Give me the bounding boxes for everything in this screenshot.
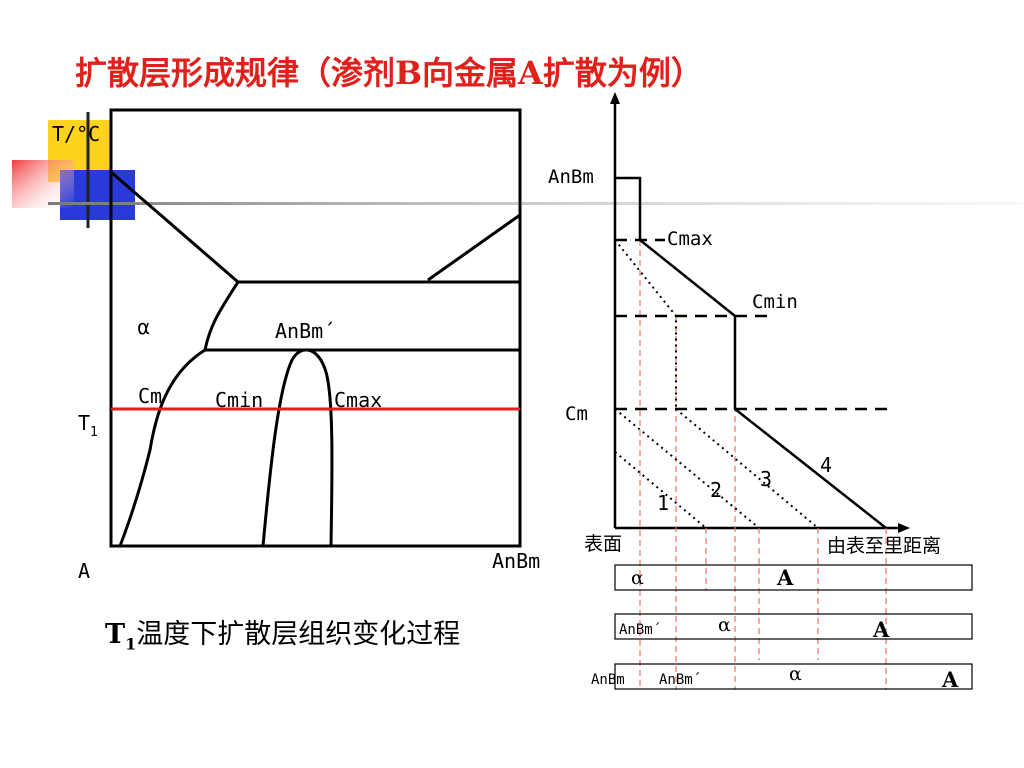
layer-bar-3-anbm: AnBm <box>591 672 625 688</box>
page-title: 扩散层形成规律（渗剂B向金属A扩散为例） <box>75 48 703 94</box>
profile-curve-3 <box>675 408 819 529</box>
y-axis-label: T/°C <box>52 122 100 146</box>
compound-dome <box>261 348 334 547</box>
phase-diagram-frame <box>109 108 522 548</box>
alpha-solvus-cm <box>118 348 206 547</box>
cmax-label: Cmax <box>334 388 382 412</box>
profile-curve-4 <box>615 176 887 529</box>
layer-bar-3 <box>614 663 973 690</box>
curve-label-4: 4 <box>820 453 832 477</box>
profile-cm-label: Cm <box>565 403 588 425</box>
alpha-solvus-upper <box>203 281 240 351</box>
level-lines <box>615 238 890 411</box>
layer-bar-2-alpha: α <box>718 614 731 636</box>
layer-bar-1-a: A <box>776 565 794 590</box>
x-right-label: AnBm <box>492 549 540 573</box>
layer-bar-2-compound: AnBm´ <box>619 622 661 638</box>
profile-curve-2 <box>614 408 760 529</box>
liquidus-left <box>110 170 239 284</box>
cmin-label: Cmin <box>215 388 263 412</box>
deco-horizontal-line <box>48 202 1024 205</box>
x-axis-arrow-icon <box>898 523 910 533</box>
deco-red-block <box>12 160 74 208</box>
layer-bar-1-alpha: α <box>631 567 644 589</box>
t1-label-sub: 1 <box>90 425 98 440</box>
profile-surface-label: 表面 <box>584 533 622 555</box>
caption-text: 温度下扩散层组织变化过程 <box>136 619 461 650</box>
x-left-label: A <box>78 559 90 583</box>
layer-bar-3-a: A <box>941 667 959 692</box>
region-compound-label: AnBm´ <box>275 319 335 343</box>
figure-caption: T1温度下扩散层组织变化过程 <box>105 612 460 653</box>
curve-label-2: 2 <box>710 478 722 502</box>
profile-curve-1 <box>614 451 707 529</box>
layer-bar-2-a: A <box>872 617 890 642</box>
layer-bar-1 <box>614 564 973 591</box>
dotted-profiles <box>614 239 819 529</box>
title-text: 扩散层形成规律（渗剂B向金属A扩散为例） <box>75 54 703 92</box>
profile-cmin-label: Cmin <box>752 291 798 313</box>
layer-bars: α A AnBm´ α A AnBm AnBm´ α A <box>591 564 973 692</box>
slide-decoration <box>12 112 1024 228</box>
phase-diagram: T/°C A AnBm T1 α AnBm´ Cm Cmin Cmax <box>52 108 540 583</box>
layer-bar-3-compound: AnBm´ <box>659 672 701 688</box>
caption-sub: 1 <box>125 634 137 654</box>
profile-anbm-label: AnBm <box>548 166 594 188</box>
t1-label-main: T <box>78 411 90 435</box>
layer-bar-3-alpha: α <box>789 663 802 685</box>
region-alpha-label: α <box>137 315 150 339</box>
profile-curve-3-upper <box>614 239 677 409</box>
curve-label-1: 1 <box>657 491 669 515</box>
t1-label: T1 <box>78 411 98 440</box>
caption-t: T <box>105 619 126 650</box>
curve-label-3: 3 <box>760 467 772 491</box>
profile-cmax-label: Cmax <box>667 228 713 250</box>
concentration-profile: AnBm Cmax Cmin Cm 表面 由表至里距离 1 2 3 4 <box>548 92 941 690</box>
layer-bar-2 <box>614 613 973 640</box>
profile-distance-label: 由表至里距离 <box>827 535 941 557</box>
y-axis-arrow-icon <box>610 92 620 104</box>
liquidus-right <box>427 213 521 282</box>
cm-label: Cm <box>138 384 162 408</box>
